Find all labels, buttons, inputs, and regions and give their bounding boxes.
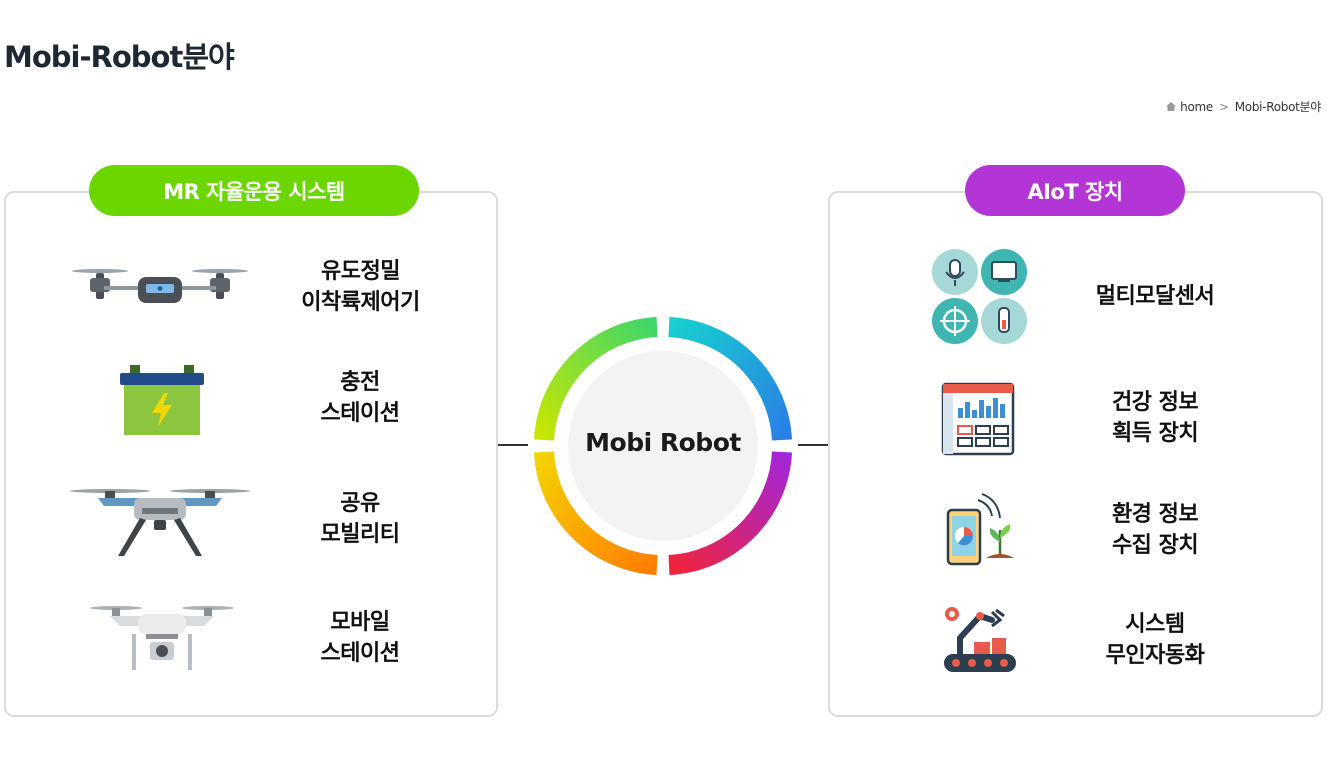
quadcopter-icon: [70, 489, 250, 556]
robot-arm-icon: [944, 607, 1016, 672]
mobi-robot-label: Mobi Robot: [585, 428, 741, 457]
ring-segment-bottom-left: [534, 451, 658, 575]
drone-icon: [72, 269, 248, 303]
breadcrumb-current: Mobi-Robot분야: [1234, 100, 1322, 114]
hub-inner-circle: [568, 351, 758, 541]
home-icon: [1166, 102, 1177, 111]
mobi-robot-ring: [534, 317, 792, 575]
battery-icon: [120, 365, 204, 435]
dashboard-icon: [941, 382, 1015, 456]
ring-segment-top-right: [668, 317, 792, 441]
smartphone-plant-icon: [946, 493, 1014, 566]
breadcrumb: home > Mobi-Robot분야: [1166, 98, 1321, 115]
mr-system-title: MR 자율운용 시스템: [89, 165, 419, 216]
ring-segment-top-left: [534, 317, 658, 441]
breadcrumb-separator: >: [1218, 99, 1229, 114]
breadcrumb-home-link[interactable]: home: [1180, 99, 1213, 114]
page-title: Mobi-Robot분야: [4, 40, 235, 74]
multimodal-sensor-icon: [932, 249, 1027, 344]
left-connector-line: [498, 444, 528, 446]
mr-system-panel: [4, 191, 498, 717]
right-item-1-label: 멀티모달센서: [1095, 284, 1215, 309]
aiot-device-title: AIoT 장치: [965, 165, 1185, 216]
camera-drone-icon: [90, 606, 234, 670]
right-connector-line: [798, 444, 828, 446]
ring-segment-bottom-right: [668, 451, 792, 575]
aiot-device-panel: [828, 191, 1323, 717]
